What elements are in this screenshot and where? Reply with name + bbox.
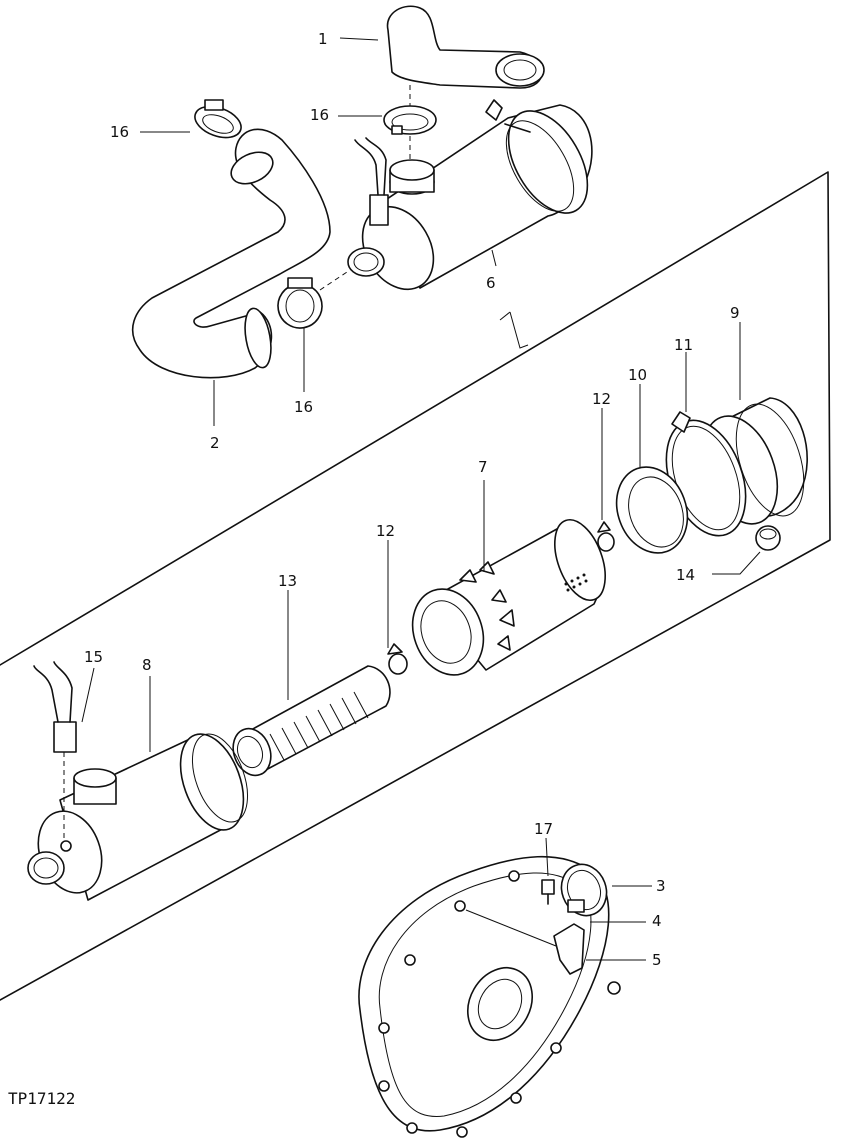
callout-3: 3 bbox=[656, 877, 666, 895]
part-3-mounting-cover-plate bbox=[358, 855, 610, 1138]
callout-11: 11 bbox=[674, 336, 693, 354]
callout-2: 2 bbox=[210, 434, 220, 452]
part-5-mounting-bracket bbox=[465, 909, 621, 995]
callout-5: 5 bbox=[652, 951, 662, 969]
callout-1: 1 bbox=[318, 30, 328, 48]
part-16-hose-clamp-lower bbox=[277, 277, 323, 329]
part-10-gasket-ring bbox=[615, 466, 689, 554]
callout-8: 8 bbox=[142, 656, 152, 674]
figure-id: TP17122 bbox=[8, 1089, 75, 1108]
callout-15: 15 bbox=[84, 648, 103, 666]
callout-10: 10 bbox=[628, 366, 647, 384]
part-13-safety-filter-element bbox=[232, 665, 391, 777]
callout-14: 14 bbox=[676, 566, 695, 584]
part-2-intake-hose bbox=[131, 128, 331, 379]
part-14-dust-valve bbox=[755, 525, 781, 551]
frame-leader-6 bbox=[509, 311, 529, 349]
callout-12-left: 12 bbox=[376, 522, 395, 540]
part-8-air-cleaner-housing bbox=[27, 733, 248, 901]
part-16-hose-clamp-top bbox=[383, 105, 437, 135]
callout-4: 4 bbox=[652, 912, 662, 930]
callout-6: 6 bbox=[486, 274, 496, 292]
part-6-air-cleaner-assembly bbox=[347, 99, 593, 291]
part-12-wing-nut-left bbox=[387, 643, 408, 675]
callout-12-right: 12 bbox=[592, 390, 611, 408]
callout-9: 9 bbox=[730, 304, 740, 322]
part-4-band-clamp bbox=[560, 863, 608, 917]
part-7-primary-filter-element bbox=[411, 519, 606, 676]
part-12-wing-nut-right bbox=[597, 521, 615, 552]
exploded-view-frame bbox=[0, 171, 831, 1001]
callout-13: 13 bbox=[278, 572, 297, 590]
callout-16-lower: 16 bbox=[294, 398, 313, 416]
callout-7: 7 bbox=[478, 458, 488, 476]
callout-16-top: 16 bbox=[310, 106, 329, 124]
callout-16-left: 16 bbox=[110, 123, 129, 141]
part-17-bolt bbox=[541, 879, 555, 905]
callout-17: 17 bbox=[534, 820, 553, 838]
part-15-restriction-switch bbox=[33, 661, 77, 842]
part-16-hose-clamp-left bbox=[194, 99, 242, 139]
part-1-elbow-hose bbox=[386, 5, 545, 89]
